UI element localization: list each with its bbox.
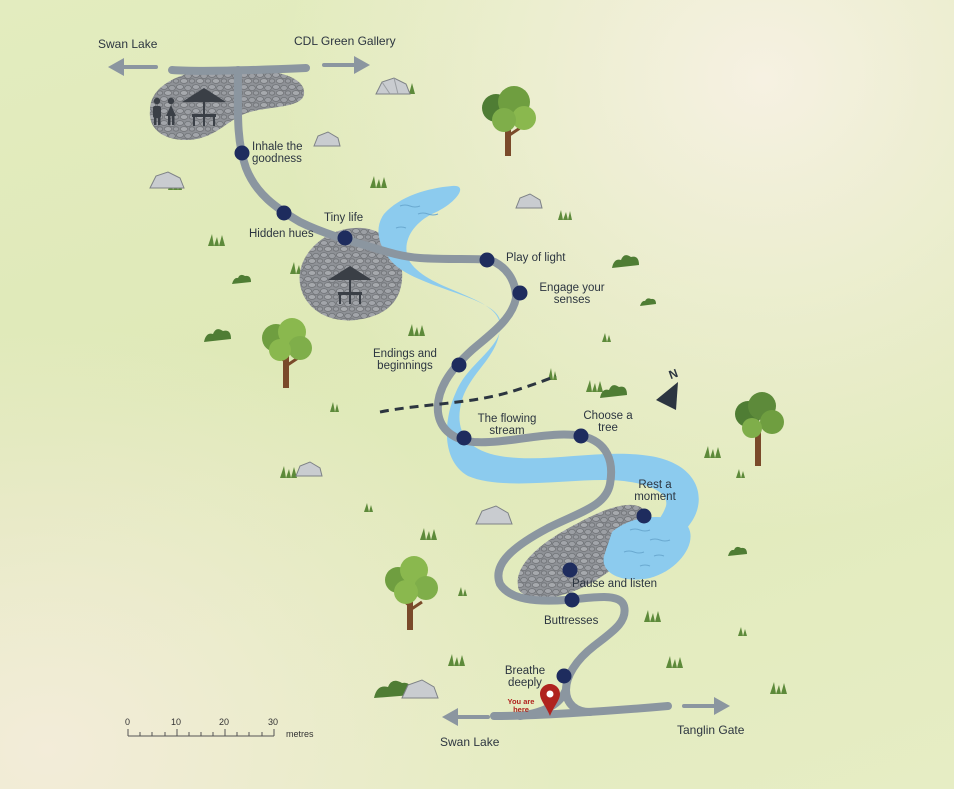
scale-bar: [127, 729, 275, 737]
station-label-choose-tree[interactable]: Choose a tree: [583, 410, 633, 434]
grass-tufts: [168, 82, 787, 694]
direction-label-swan-lake-bottom[interactable]: Swan Lake: [440, 735, 500, 749]
station-dot-play-of-light: [479, 252, 495, 268]
station-dot-buttresses: [564, 592, 580, 608]
station-label-hidden-hues[interactable]: Hidden hues: [249, 228, 314, 240]
pond: [603, 517, 691, 580]
scale-tick-20: 20: [219, 717, 230, 727]
boulders: [149, 77, 543, 699]
shelter-middle-icon: [328, 266, 372, 304]
direction-label-swan-lake-top[interactable]: Swan Lake: [98, 37, 158, 51]
station-label-engage[interactable]: Engage your senses: [539, 282, 605, 306]
station-dot-endings: [451, 357, 467, 373]
station-dot-rest: [636, 508, 652, 524]
station-dot-pause: [562, 562, 578, 578]
direction-label-cdl-green-gallery[interactable]: CDL Green Gallery: [294, 34, 396, 48]
station-label-breathe[interactable]: Breathe deeply: [504, 665, 546, 689]
station-dot-hidden-hues: [276, 205, 292, 221]
arrow-right-top-icon: [322, 56, 370, 74]
you-are-here-label: You are here: [507, 697, 535, 714]
direction-label-tanglin-gate[interactable]: Tanglin Gate: [677, 723, 745, 737]
stream: [378, 185, 699, 572]
station-label-tiny-life[interactable]: Tiny life: [324, 212, 364, 224]
location-pin-icon: [540, 684, 560, 716]
station-dot-engage: [512, 285, 528, 301]
water-ripples: [395, 204, 671, 567]
station-dot-inhale: [234, 145, 250, 161]
arrow-left-top-icon: [108, 58, 158, 76]
station-label-rest[interactable]: Rest a moment: [634, 479, 676, 503]
trees: [262, 86, 784, 630]
scale-tick-10: 10: [171, 717, 182, 727]
shelter-top-icon: [182, 88, 226, 126]
station-dot-breathe: [556, 668, 572, 684]
station-dot-flowing-stream: [456, 430, 472, 446]
station-label-pause[interactable]: Pause and listen: [572, 578, 658, 590]
direction-arrows: [108, 56, 730, 726]
station-label-play-of-light[interactable]: Play of light: [506, 252, 566, 264]
plaza-lower: [517, 504, 645, 599]
arrow-left-bottom-icon: [442, 708, 490, 726]
scale-tick-0: 0: [125, 717, 131, 727]
station-dot-choose-tree: [573, 428, 589, 444]
arrow-right-bottom-icon: [682, 697, 730, 715]
dashed-boundary: [379, 374, 557, 414]
scale-tick-30: 30: [268, 717, 279, 727]
station-label-inhale[interactable]: Inhale the goodness: [252, 141, 303, 165]
station-label-endings[interactable]: Endings and beginnings: [373, 348, 437, 372]
station-label-buttresses[interactable]: Buttresses: [544, 615, 599, 627]
toilet-icon: [153, 97, 176, 125]
station-dot-tiny-life: [337, 230, 353, 246]
station-label-flowing-stream[interactable]: The flowing stream: [477, 413, 537, 437]
scale-unit: metres: [286, 729, 314, 739]
plaza-top: [149, 67, 305, 140]
station-dots: [234, 145, 652, 684]
compass-arrow-icon: [656, 382, 678, 410]
